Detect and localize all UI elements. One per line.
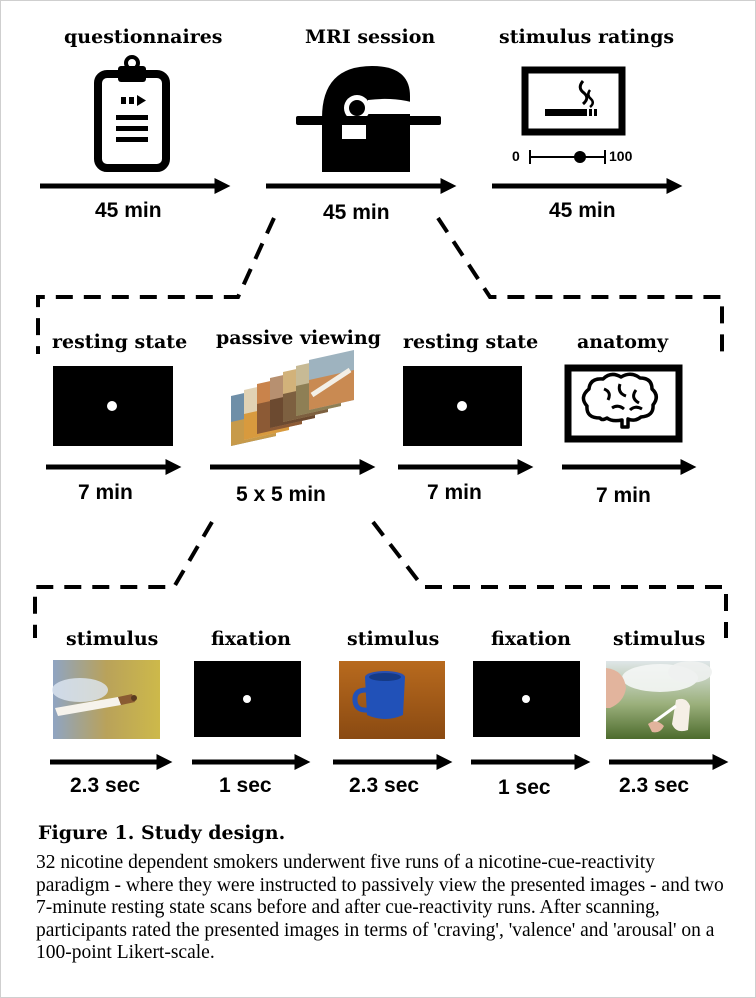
label-stimulus-1: stimulus (66, 628, 159, 650)
label-stimulus-ratings: stimulus ratings (499, 26, 675, 48)
duration-anatomy: 7 min (596, 484, 651, 507)
duration-resting-state-1: 7 min (78, 481, 133, 504)
cigarette-photo (52, 660, 160, 739)
label-resting-state-1: resting state (52, 331, 188, 353)
label-stimulus-3: stimulus (613, 628, 706, 650)
mri-scanner-icon (296, 66, 441, 172)
rating-scale (529, 150, 606, 164)
label-fixation-2: fixation (491, 628, 571, 650)
figure-caption-title: Figure 1. Study design. (38, 822, 286, 844)
label-anatomy: anatomy (577, 331, 669, 353)
black-screen-dot-icon-2 (403, 366, 522, 446)
scale-marker (574, 151, 586, 163)
label-mri-session: MRI session (305, 26, 436, 48)
black-screen-dot-icon-4 (473, 661, 580, 737)
duration-stimulus-1: 2.3 sec (70, 774, 141, 797)
duration-fixation-1: 1 sec (219, 774, 272, 797)
scale-max-label: 100 (609, 148, 633, 164)
duration-fixation-2: 1 sec (498, 776, 551, 799)
label-resting-state-2: resting state (403, 331, 539, 353)
duration-mri-session: 45 min (323, 201, 390, 224)
scale-min-label: 0 (512, 148, 520, 164)
label-fixation-1: fixation (211, 628, 291, 650)
smoking-person-photo (606, 661, 712, 739)
black-screen-dot-icon (53, 366, 173, 446)
duration-stimulus-2: 2.3 sec (349, 774, 420, 797)
duration-resting-state-2: 7 min (427, 481, 482, 504)
duration-stimulus-ratings: 45 min (549, 199, 616, 222)
figure-caption-body: 32 nicotine dependent smokers underwent … (36, 852, 724, 963)
clipboard-icon (94, 55, 170, 172)
label-passive-viewing: passive viewing (216, 327, 381, 349)
zoom-connector-passive-viewing (33, 520, 728, 638)
duration-stimulus-3: 2.3 sec (619, 774, 690, 797)
image-stack-icon (231, 350, 354, 446)
cigarette-monitor-icon (521, 66, 626, 136)
duration-passive-viewing: 5 x 5 min (236, 483, 326, 506)
brain-monitor-icon (564, 364, 683, 443)
black-screen-dot-icon-3 (194, 661, 301, 737)
label-stimulus-2: stimulus (347, 628, 440, 650)
label-questionnaires: questionnaires (64, 26, 223, 48)
zoom-connector-mri (36, 216, 724, 354)
duration-questionnaires: 45 min (95, 199, 162, 222)
blue-mug-photo (339, 661, 445, 739)
